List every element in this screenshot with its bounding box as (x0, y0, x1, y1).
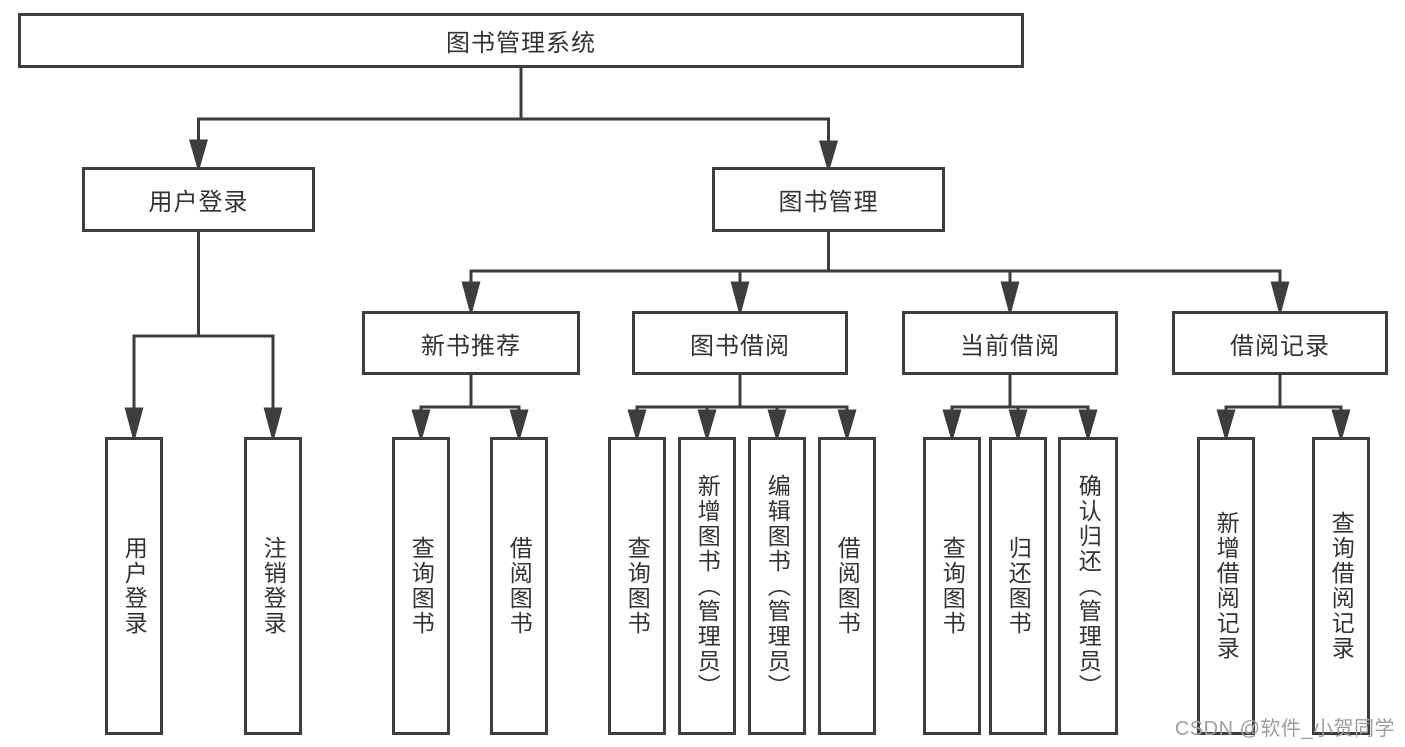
node-book-management: 图书管理 (712, 167, 945, 232)
leaf-return-book: 归还图书 (989, 437, 1047, 735)
leaf-label: 确认归还（管理员） (1075, 473, 1102, 699)
leaf-label: 查询借阅记录 (1328, 511, 1355, 661)
connector-book-management-to-level3 (461, 230, 1290, 317)
node-user-login: 用户登录 (82, 167, 315, 232)
node-book-borrowing: 图书借阅 (632, 311, 848, 375)
connector-records-to-leaves (1216, 373, 1351, 443)
leaf-query-books-borrowing: 查询图书 (608, 437, 666, 735)
leaf-label: 注销登录 (260, 536, 287, 636)
leaf-borrow-books-recommend: 借阅图书 (490, 437, 548, 735)
leaf-label: 新增图书（管理员） (694, 473, 721, 699)
leaf-label: 归还图书 (1005, 536, 1032, 636)
leaf-label: 用户登录 (121, 536, 148, 636)
leaf-borrow-books-borrowing: 借阅图书 (818, 437, 876, 735)
leaf-label: 查询图书 (624, 536, 651, 636)
leaf-query-books-current: 查询图书 (923, 437, 981, 735)
leaf-label: 查询图书 (408, 536, 435, 636)
connector-borrowing-to-leaves (627, 373, 857, 443)
leaf-add-borrow-record: 新增借阅记录 (1197, 437, 1255, 735)
connector-recommendation-to-leaves (411, 373, 529, 443)
leaf-user-login: 用户登录 (105, 437, 163, 735)
leaf-label: 编辑图书（管理员） (764, 473, 791, 699)
node-library-management-system: 图书管理系统 (18, 13, 1024, 68)
connector-root-to-level2 (189, 66, 838, 174)
leaf-logout: 注销登录 (244, 437, 302, 735)
node-borrowing-records: 借阅记录 (1172, 311, 1388, 375)
leaf-label: 查询图书 (939, 536, 966, 636)
leaf-query-borrow-record: 查询借阅记录 (1312, 437, 1370, 735)
connector-current-to-leaves (942, 373, 1098, 443)
leaf-edit-book-admin: 编辑图书（管理员） (748, 437, 806, 735)
leaf-add-book-admin: 新增图书（管理员） (678, 437, 736, 735)
leaf-label: 新增借阅记录 (1213, 511, 1240, 661)
leaf-query-books-recommend: 查询图书 (392, 437, 450, 735)
connector-user-login-to-leaves (124, 230, 283, 443)
leaf-confirm-return-admin: 确认归还（管理员） (1058, 437, 1118, 735)
leaf-label: 借阅图书 (506, 536, 533, 636)
leaf-label: 借阅图书 (834, 536, 861, 636)
csdn-watermark: CSDN @软件_小贺同学 (1174, 718, 1395, 740)
node-new-book-recommendation: 新书推荐 (362, 311, 580, 375)
node-current-borrowing: 当前借阅 (902, 311, 1118, 375)
